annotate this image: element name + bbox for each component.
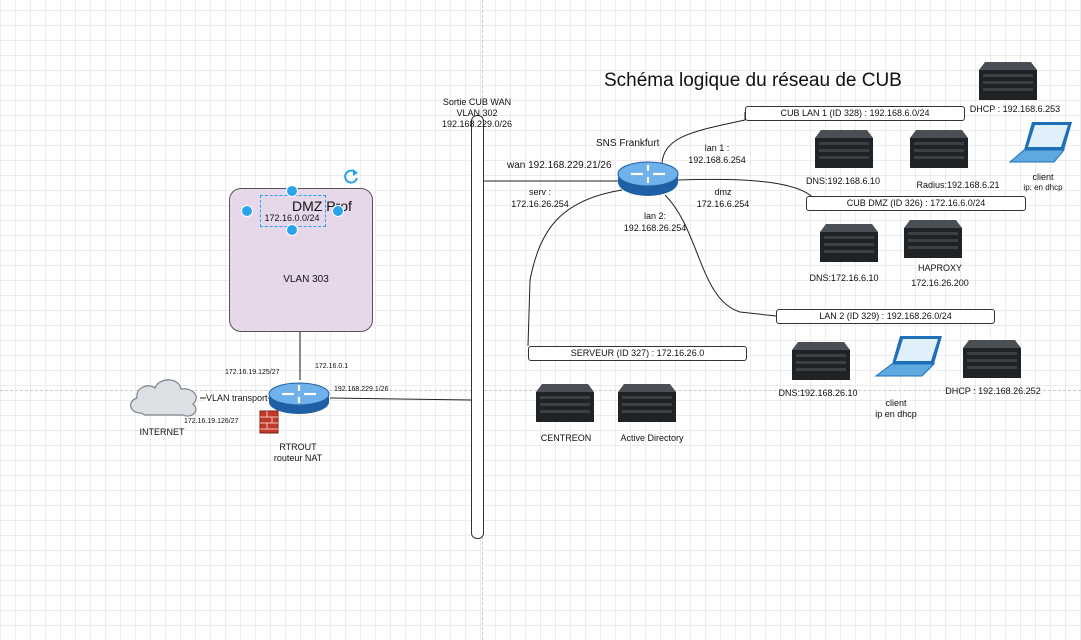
rtrout-ip-upper-left: 172.16.19.125/27	[225, 369, 280, 376]
rtrout-role: routeur NAT	[273, 453, 323, 463]
dmz-prof-zone[interactable]	[229, 188, 373, 332]
dmz-prof-subnet: 172.16.0.0/24	[264, 213, 320, 223]
diagram-title: Schéma logique du réseau de CUB	[604, 70, 902, 91]
rtrout-name: RTROUT	[279, 442, 317, 452]
server-icon[interactable]	[902, 218, 964, 260]
sns-serv-ip: 172.16.26.254	[511, 199, 569, 209]
server-icon[interactable]	[534, 382, 596, 424]
rtrout-ip-right: 192.168.229.1/26	[334, 386, 389, 393]
segment-lan2[interactable]: LAN 2 (ID 329) : 192.168.26.0/24	[776, 309, 995, 324]
resize-handle-right[interactable]	[332, 205, 344, 217]
sns-wan-ip: wan 192.168.229.21/26	[507, 160, 612, 171]
segment-dmz[interactable]: CUB DMZ (ID 326) : 172.16.6.0/24	[806, 196, 1026, 211]
dns-dmz-label: DNS:172.16.6.10	[809, 273, 879, 283]
dhcp1-label: DHCP : 192.168.6.253	[969, 104, 1061, 114]
wan-bus-label-2: VLAN 302	[456, 108, 498, 118]
segment-lan1[interactable]: CUB LAN 1 (ID 328) : 192.168.6.0/24	[745, 106, 965, 121]
link-sns-dmz	[677, 178, 816, 201]
internet-label: INTERNET	[139, 427, 185, 437]
server-icon[interactable]	[818, 222, 880, 264]
resize-handle-bottom[interactable]	[286, 224, 298, 236]
router-icon[interactable]	[617, 160, 679, 198]
server-icon[interactable]	[908, 128, 970, 170]
server-icon[interactable]	[977, 60, 1039, 102]
vlan-transport-label: VLAN transport	[206, 393, 268, 404]
sns-lan2-ip: 192.168.26.254	[623, 223, 687, 233]
server-icon[interactable]	[813, 128, 875, 170]
radius-label: Radius:192.168.6.21	[916, 180, 1000, 190]
dns1-label: DNS:192.168.6.10	[805, 176, 881, 186]
wan-bus[interactable]	[471, 115, 484, 539]
laptop-icon[interactable]	[1008, 120, 1074, 164]
link-sns-lan1	[661, 112, 746, 166]
link-rtrout-bus	[329, 397, 472, 401]
sns-name: SNS Frankfurt	[596, 138, 660, 149]
centreon-label: CENTREON	[540, 433, 592, 443]
server-icon[interactable]	[961, 338, 1023, 380]
laptop-icon[interactable]	[874, 334, 944, 378]
rtrout-ip-top: 172.16.0.1	[315, 363, 349, 370]
server-icon[interactable]	[616, 382, 678, 424]
client1-label-1: client	[1032, 172, 1054, 182]
resize-handle-left[interactable]	[241, 205, 253, 217]
refresh-icon[interactable]	[342, 167, 360, 185]
dns2-label: DNS:192.168.26.10	[778, 388, 858, 398]
server-icon[interactable]	[790, 340, 852, 382]
firewall-icon	[259, 410, 279, 434]
cloud-icon[interactable]	[125, 373, 205, 423]
sns-dmz-ip: 172.16.6.254	[696, 199, 750, 209]
dmz-prof-vlan: VLAN 303	[283, 274, 329, 285]
sns-lan1-ip: 192.168.6.254	[688, 155, 746, 165]
ad-label: Active Directory	[620, 433, 684, 443]
router-icon[interactable]	[268, 380, 330, 416]
wan-bus-label-1: Sortie CUB WAN	[442, 97, 512, 107]
segment-serveur[interactable]: SERVEUR (ID 327) : 172.16.26.0	[528, 346, 747, 361]
resize-handle-top[interactable]	[286, 185, 298, 197]
client1-label-2: ip: en dhcp	[1023, 183, 1063, 192]
haproxy-label-2: 172.16.26.200	[911, 278, 969, 288]
sns-lan1-label: lan 1 :	[704, 143, 730, 153]
client2-label-2: ip en dhcp	[875, 409, 917, 419]
wan-bus-label-3: 192.168.229.0/26	[441, 119, 513, 129]
link-sns-lan2	[664, 194, 777, 317]
sns-dmz-label: dmz	[714, 187, 732, 197]
rtrout-ip-lower-left: 172.16.19.126/27	[184, 418, 239, 425]
dhcp2-label: DHCP : 192.168.26.252	[945, 386, 1041, 396]
client2-label-1: client	[885, 398, 907, 408]
haproxy-label-1: HAPROXY	[917, 263, 963, 273]
sns-lan2-label: lan 2:	[643, 211, 667, 221]
sns-serv-label: serv :	[528, 187, 552, 197]
link-sns-serveur	[527, 189, 623, 347]
